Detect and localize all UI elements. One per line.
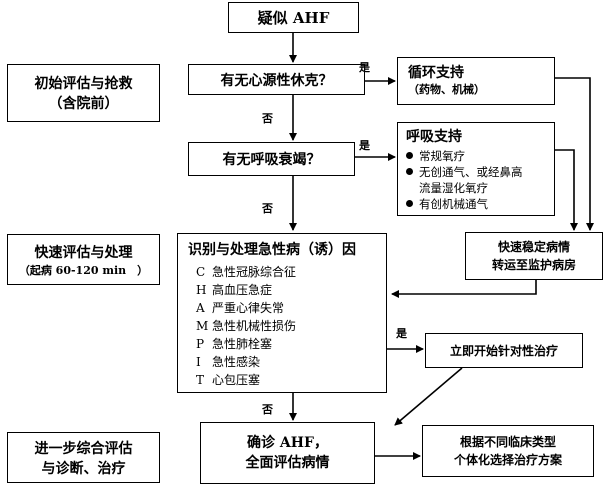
cause-label: 心包压塞	[212, 373, 261, 387]
stage-initial-box: 初始评估与抢救 （含院前）	[7, 64, 160, 122]
circ-support-box: 循环支持 （药物、机械）	[397, 57, 555, 105]
stage-initial-line2: （含院前）	[48, 96, 119, 112]
stage-initial-line1: 初始评估与抢救	[34, 76, 133, 92]
stage-further-line1: 进一步综合评估	[34, 440, 133, 457]
stage-rapid-line2: （起病 60-120 min ）	[18, 263, 149, 277]
stabilize-line1: 快速稳定病情	[497, 240, 570, 254]
question-resp-box: 有无呼吸衰竭？	[188, 142, 355, 176]
cause-item: C 急性冠脉综合征	[196, 263, 386, 281]
cause-item: H 高血压急症	[196, 281, 386, 299]
individual-line2: 个体化选择治疗方案	[453, 453, 562, 467]
stabilize-line2: 转运至监护病房	[491, 258, 576, 272]
resp-support-item: 无创通气、或经鼻高流量湿化氧疗	[406, 164, 554, 196]
individual-line1: 根据不同临床类型	[459, 435, 556, 449]
resp-support-item: 常规氧疗	[406, 148, 554, 164]
stabilize-box: 快速稳定病情 转运至监护病房	[465, 232, 603, 280]
cause-item: I 急性感染	[196, 353, 386, 371]
question-shock-label: 有无心源性休克？	[220, 72, 333, 89]
cause-item: T 心包压塞	[196, 371, 386, 389]
resp-support-list: 常规氧疗 无创通气、或经鼻高流量湿化氧疗 有创机械通气	[406, 148, 554, 212]
cause-key: M	[196, 319, 209, 333]
cause-key: T	[196, 373, 205, 387]
cause-label: 急性冠脉综合征	[212, 265, 297, 279]
individual-box: 根据不同临床类型 个体化选择治疗方案	[422, 425, 594, 477]
confirm-line2: 全面评估病情	[245, 455, 330, 471]
arrow-circ-to-stabilize	[555, 77, 594, 231]
cause-label: 高血压急症	[212, 283, 273, 297]
cause-key: A	[196, 301, 205, 315]
no-label-shock: 否	[262, 112, 273, 125]
confirm-line1: 确诊 AHF，	[247, 435, 328, 451]
arrow-targeted-to-confirm	[394, 367, 463, 426]
bullet-icon	[406, 200, 413, 207]
arrow-resp-to-stabilize	[555, 149, 578, 231]
yes-label-shock: 是	[359, 61, 370, 74]
cause-label: 急性机械性损伤	[212, 319, 297, 333]
targeted-therapy-box: 立即开始针对性治疗	[425, 333, 583, 368]
resp-support-item: 有创机械通气	[406, 196, 554, 212]
stage-further-line2: 与诊断、治疗	[41, 460, 126, 477]
cause-key: I	[196, 355, 201, 369]
cause-label: 严重心律失常	[212, 301, 285, 315]
question-resp-label: 有无呼吸衰竭？	[222, 152, 321, 168]
cause-key: H	[196, 283, 207, 297]
targeted-therapy-label: 立即开始针对性治疗	[449, 344, 558, 358]
no-label-resp: 否	[262, 202, 273, 215]
bullet-icon	[406, 168, 413, 175]
causes-title: 识别与处理急性病（诱）因	[188, 242, 356, 258]
confirm-box: 确诊 AHF， 全面评估病情	[200, 422, 375, 484]
circ-support-sub: （药物、机械）	[408, 83, 485, 96]
cause-item: A 严重心律失常	[196, 299, 386, 317]
stage-further-box: 进一步综合评估 与诊断、治疗	[7, 432, 160, 483]
circ-support-title: 循环支持	[408, 65, 464, 81]
bullet-icon	[406, 152, 413, 159]
no-label-causes: 否	[262, 403, 273, 416]
arrow-stabilize-to-causes	[391, 279, 537, 298]
resp-support-title: 呼吸支持	[406, 129, 462, 145]
cause-key: C	[196, 265, 206, 279]
stage-rapid-line1: 快速评估与处理	[34, 244, 133, 261]
start-box: 疑似 AHF	[228, 2, 359, 33]
yes-label-resp: 是	[359, 139, 370, 152]
stage-rapid-box: 快速评估与处理 （起病 60-120 min ）	[7, 234, 160, 285]
yes-label-causes: 是	[396, 327, 407, 340]
cause-key: P	[196, 337, 205, 351]
start-label: 疑似 AHF	[257, 9, 330, 27]
cause-item: P 急性肺栓塞	[196, 335, 386, 353]
cause-label: 急性肺栓塞	[212, 337, 273, 351]
cause-label: 急性感染	[212, 355, 261, 369]
question-shock-box: 有无心源性休克？	[188, 64, 365, 95]
resp-support-box: 呼吸支持 常规氧疗 无创通气、或经鼻高流量湿化氧疗 有创机械通气	[397, 122, 555, 216]
